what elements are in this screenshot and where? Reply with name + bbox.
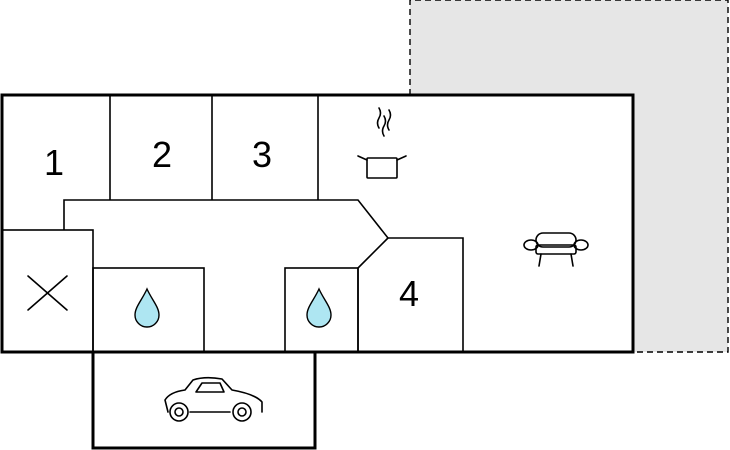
room-label-4: 4 bbox=[399, 273, 419, 314]
room-label-1: 1 bbox=[44, 142, 64, 183]
bathroom-left bbox=[92, 267, 205, 353]
garage-room bbox=[91, 350, 317, 450]
storage-room bbox=[1, 229, 94, 353]
room-label-2: 2 bbox=[152, 134, 172, 175]
water-drop-icon bbox=[134, 287, 160, 328]
terrace-area bbox=[410, 0, 728, 352]
corridor-outline bbox=[63, 199, 390, 352]
terrace-outline bbox=[409, 0, 729, 353]
bedroom-4-room bbox=[388, 237, 464, 352]
cooking-pot-icon bbox=[357, 107, 407, 179]
sofa-icon bbox=[523, 232, 589, 267]
room-label-3: 3 bbox=[252, 134, 272, 175]
water-drop-icon bbox=[306, 287, 332, 328]
bathroom-right bbox=[284, 267, 359, 353]
car-icon bbox=[164, 376, 263, 422]
cross-icon bbox=[27, 275, 68, 311]
